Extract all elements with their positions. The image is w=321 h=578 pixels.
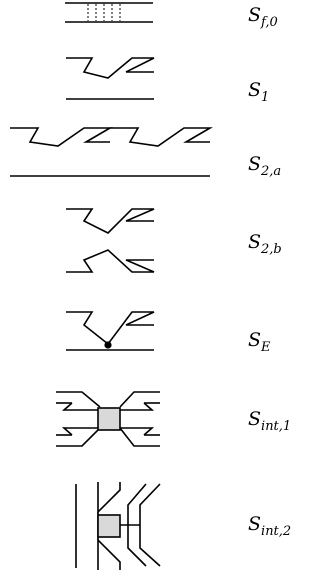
junction-square-int1 <box>97 407 121 431</box>
label-s-int1: Sint,1 <box>248 408 292 434</box>
shape-s-2a <box>10 127 213 177</box>
shape-s-2b <box>66 208 155 273</box>
junction-square-int2 <box>97 514 121 538</box>
label-s-2a: S2,a <box>248 153 282 179</box>
shape-s-1 <box>66 57 155 100</box>
shape-s-e <box>66 311 155 351</box>
label-s-1: S1 <box>248 79 270 105</box>
shape-s-f0 <box>65 2 153 23</box>
vertex-dot <box>104 341 112 349</box>
label-s-int2: Sint,2 <box>248 513 292 539</box>
label-s-f0: Sf,0 <box>248 4 278 30</box>
label-s-2b: S2,b <box>248 231 282 257</box>
label-s-e: SE <box>248 329 271 355</box>
shape-s-int1 <box>56 391 160 447</box>
